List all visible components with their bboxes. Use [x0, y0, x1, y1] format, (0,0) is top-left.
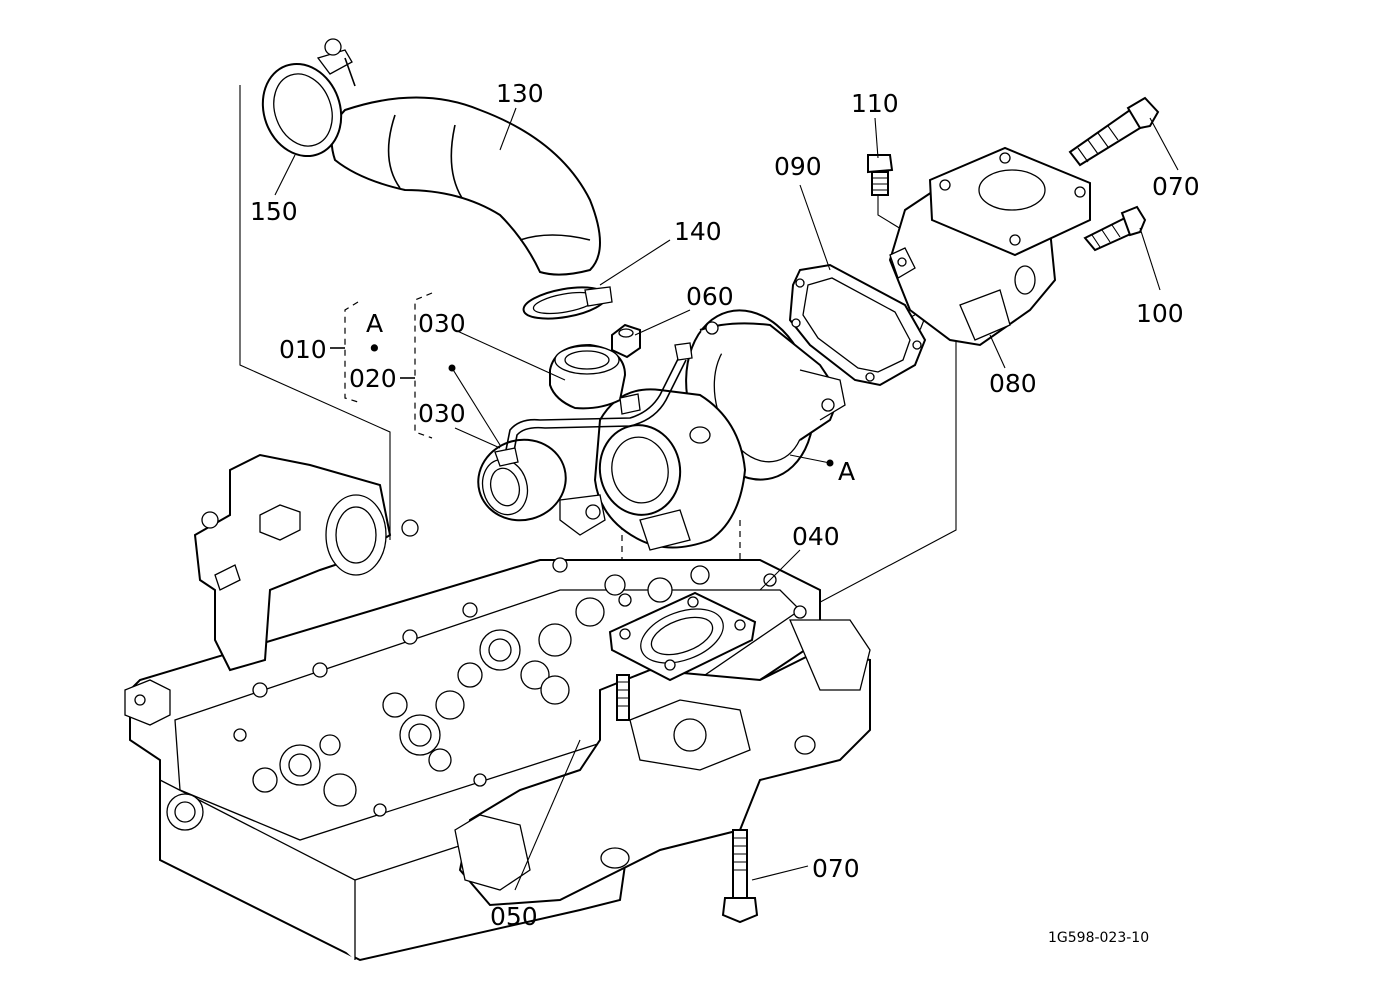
label-090: 090 — [774, 152, 822, 181]
label-dot: • — [367, 334, 382, 363]
label-110: 110 — [851, 89, 899, 118]
label-030-bottom: 030 — [418, 399, 466, 428]
cylinder-head — [124, 453, 871, 962]
label-070-top: 070 — [1152, 172, 1200, 201]
leader-lines — [274, 107, 1179, 891]
bolts — [616, 96, 1160, 924]
label-070-bottom: 070 — [812, 854, 860, 883]
bolt-070-top — [1068, 96, 1160, 167]
turbocharger-assembly — [477, 309, 846, 551]
label-050: 050 — [490, 902, 538, 931]
label-040: 040 — [792, 522, 840, 551]
label-080: 080 — [989, 369, 1037, 398]
stud-050 — [616, 674, 630, 721]
bolt-100 — [1083, 205, 1147, 252]
label-a-top: A — [366, 309, 383, 338]
label-130: 130 — [496, 79, 544, 108]
label-100: 100 — [1136, 299, 1184, 328]
label-a-right: A — [838, 457, 855, 486]
gasket-040 — [608, 591, 757, 682]
label-020: 020 — [349, 364, 397, 393]
label-030-top: 030 — [418, 309, 466, 338]
bolt-110 — [867, 154, 894, 196]
diagram-reference-code: 1G598-023-10 — [1048, 930, 1149, 946]
label-060: 060 — [686, 282, 734, 311]
gasket-090 — [788, 263, 927, 387]
label-010: 010 — [279, 335, 327, 364]
label-brackets — [330, 292, 433, 439]
exhaust-elbow-080 — [888, 146, 1091, 347]
intake-hose-130 — [330, 96, 601, 276]
label-150: 150 — [250, 197, 298, 226]
part-labels: 130 150 140 060 090 110 070 100 080 010 … — [250, 79, 1200, 946]
hose-clamp-150 — [261, 38, 356, 158]
bolt-070-bottom — [721, 829, 759, 924]
label-140: 140 — [674, 217, 722, 246]
hose-clamp-140 — [522, 286, 613, 320]
